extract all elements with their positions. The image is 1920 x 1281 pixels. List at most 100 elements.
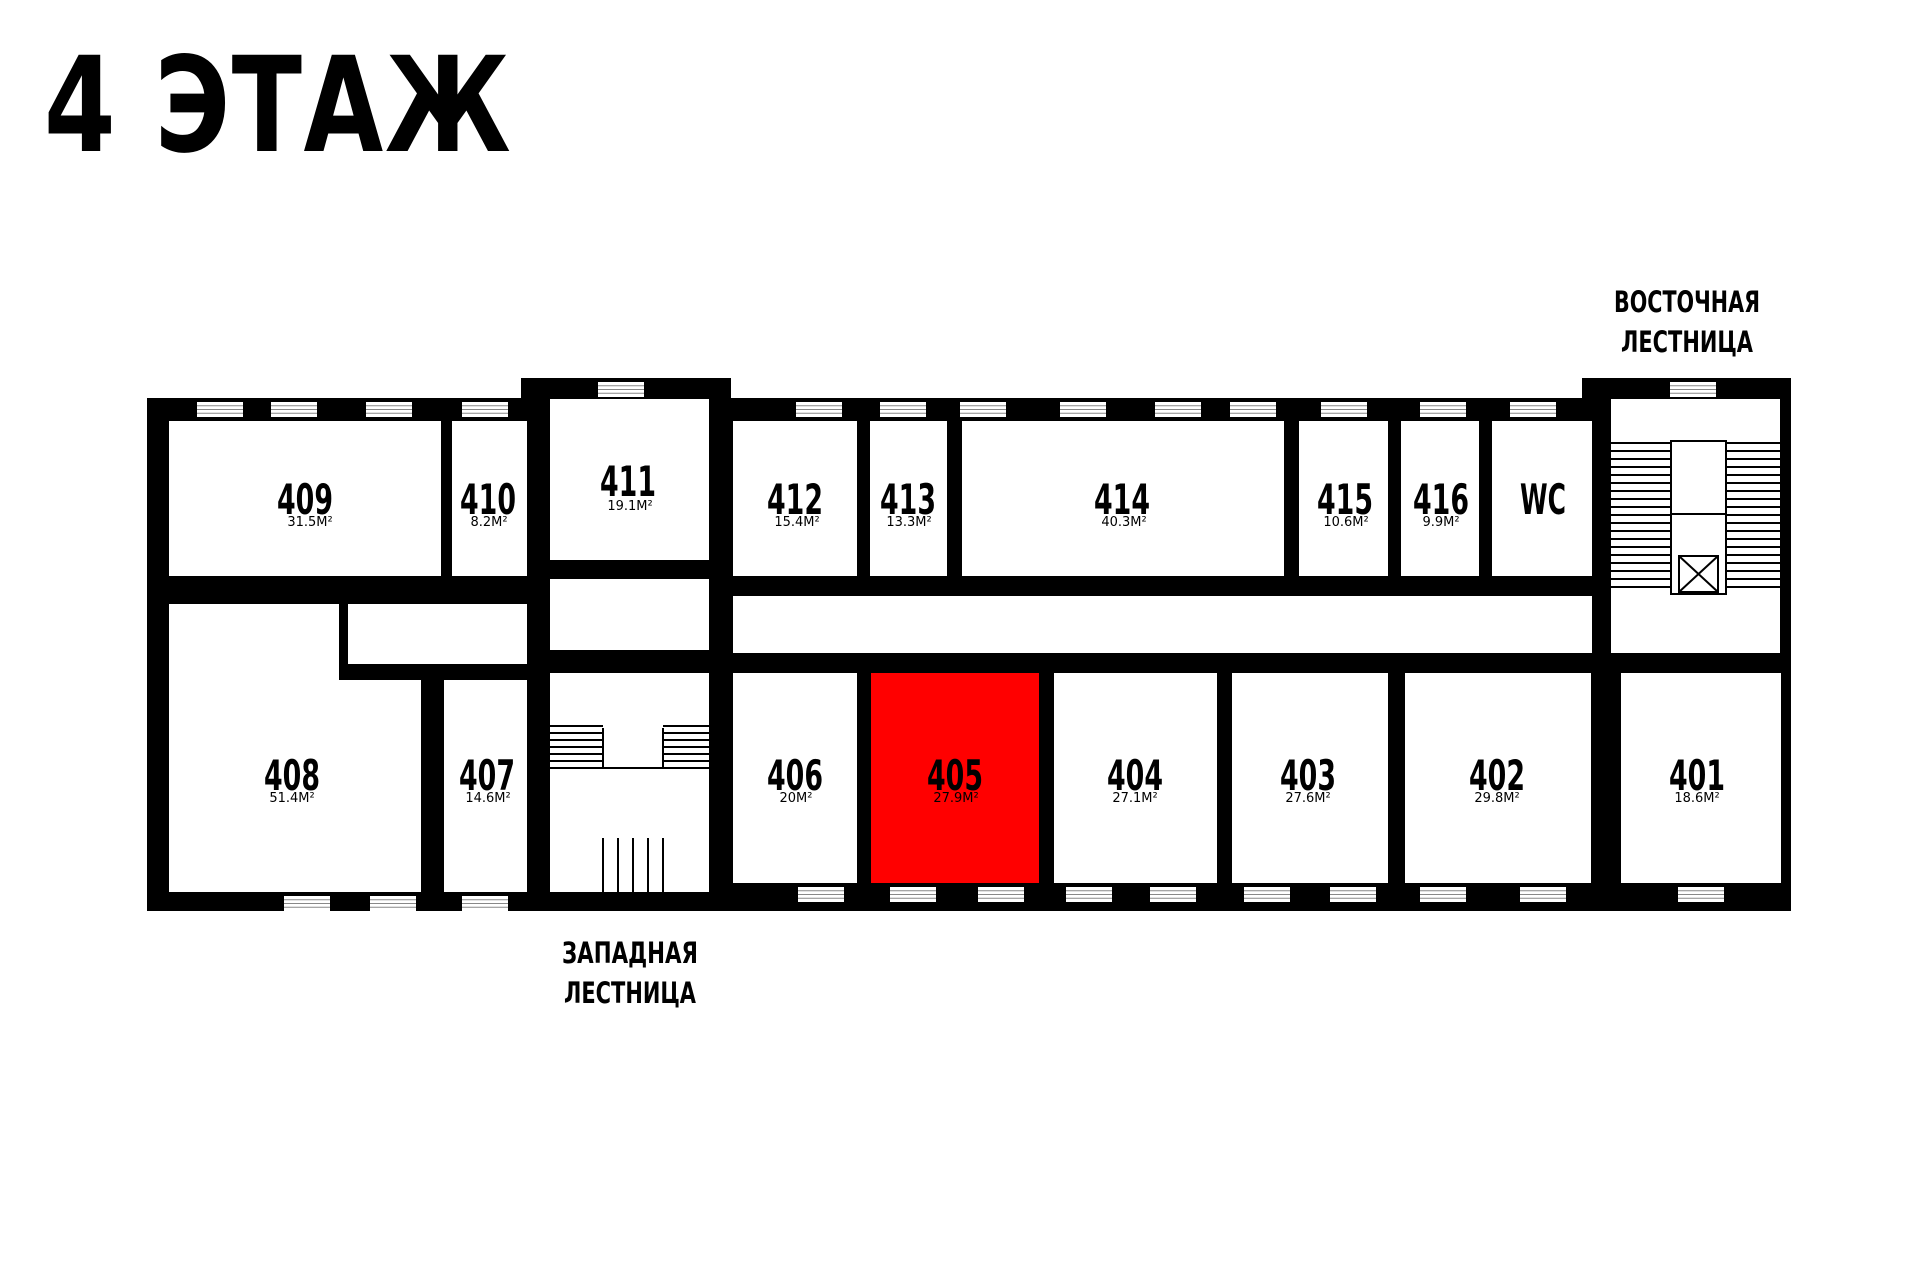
room-405-number: 405 [927,751,983,800]
room-415-number: 415 [1317,475,1373,524]
window [366,402,412,417]
room-405-area: 27.9М² [933,791,978,806]
window [1066,887,1112,902]
room-409-floor [169,421,441,576]
room-408-number: 408 [264,751,320,800]
room-408[interactable]: 408 51.4М² [264,751,320,806]
window [284,896,330,911]
room-412-number: 412 [767,475,823,524]
room-402[interactable]: 402 29.8М² [1469,751,1525,806]
room-wc-number: WC [1520,475,1566,524]
window [1420,887,1466,902]
room-410[interactable]: 410 8.2М² [460,475,516,530]
window [462,402,508,417]
east-stair-label-line2: ЛЕСТНИЦА [1621,325,1753,359]
room-409[interactable]: 409 31.5М² [277,475,333,530]
room-404[interactable]: 404 27.1М² [1107,751,1163,806]
east-stair-steps-left [1611,442,1671,588]
room-414[interactable]: 414 40.3М² [1094,475,1150,530]
room-415-area: 10.6М² [1323,515,1368,530]
room-410-area: 8.2М² [470,515,507,530]
room-402-number: 402 [1469,751,1525,800]
room-415-floor [1299,421,1388,576]
floor-title: 4 ЭТАЖ [44,29,513,183]
room-403[interactable]: 403 27.6М² [1280,751,1336,806]
window [796,402,842,417]
corridor-floor [733,596,1592,653]
room-405[interactable]: 405 27.9М² [927,751,983,806]
west-stair-label-line1: ЗАПАДНАЯ [562,936,698,970]
room-labels: 409 31.5М² 410 8.2М² 411 19.1М² 412 15.4… [264,457,1725,806]
window [1520,887,1566,902]
room-414-number: 414 [1094,475,1150,524]
room-416-number: 416 [1413,475,1469,524]
window [978,887,1024,902]
room-411-area: 19.1М² [607,499,652,514]
window [1060,402,1106,417]
east-stair-steps-right [1726,442,1780,588]
room-402-area: 29.8М² [1474,791,1519,806]
room-401-area: 18.6М² [1674,791,1719,806]
room-401-floor [1621,673,1781,883]
windows [197,382,1724,911]
room-416[interactable]: 416 9.9М² [1413,475,1469,530]
room-409-number: 409 [277,475,333,524]
west-stair-label-line2: ЛЕСТНИЦА [564,976,696,1010]
room-413[interactable]: 413 13.3М² [880,475,936,530]
west-stair-well [602,728,664,769]
west-stair-steps-right [663,725,709,769]
east-stair-label-line1: ВОСТОЧНАЯ [1614,285,1760,319]
room-405-floor [871,673,1039,883]
window [880,402,926,417]
room-407[interactable]: 407 14.6М² [459,751,515,806]
west-landing-floor [550,579,709,650]
window [197,402,243,417]
window [1330,887,1376,902]
room-411[interactable]: 411 19.1М² [600,457,656,514]
window [462,896,508,911]
window [1510,402,1556,417]
room-404-floor [1054,673,1217,883]
room-401[interactable]: 401 18.6М² [1669,751,1725,806]
west-stair-steps-left [550,725,603,769]
room-416-area: 9.9М² [1422,515,1459,530]
window [1155,402,1201,417]
window [1420,402,1466,417]
storage-floor [348,604,527,664]
west-stair-flight-bottom [602,838,664,892]
window [1230,402,1276,417]
room-wc-floor [1492,421,1592,576]
window [598,382,644,397]
east-stair-well [1670,440,1727,595]
room-411-floor [550,399,709,560]
west-staircase [550,725,709,892]
room-402-floor [1405,673,1591,883]
window [960,402,1006,417]
window [271,402,317,417]
window [370,896,416,911]
room-413-area: 13.3М² [886,515,931,530]
window [1321,402,1367,417]
room-403-area: 27.6М² [1285,791,1330,806]
room-interiors [169,399,1781,892]
room-412-area: 15.4М² [774,515,819,530]
room-413-floor [870,421,947,576]
window [1678,887,1724,902]
room-409-area: 31.5М² [287,515,332,530]
room-412[interactable]: 412 15.4М² [767,475,823,530]
stair-labels: ВОСТОЧНАЯ ЛЕСТНИЦА ЗАПАДНАЯ ЛЕСТНИЦА [562,285,1760,1010]
room-408-floor [169,604,421,892]
room-wc[interactable]: WC [1520,475,1566,524]
elevator-icon [1678,555,1719,593]
room-403-number: 403 [1280,751,1336,800]
room-406-number: 406 [767,751,823,800]
room-407-area: 14.6М² [465,791,510,806]
room-406[interactable]: 406 20М² [767,751,823,806]
room-412-floor [733,421,857,576]
room-414-area: 40.3М² [1101,515,1146,530]
window [1244,887,1290,902]
room-415[interactable]: 415 10.6М² [1317,475,1373,530]
room-411-number: 411 [600,457,656,506]
room-410-number: 410 [460,475,516,524]
east-staircase [1611,440,1780,595]
